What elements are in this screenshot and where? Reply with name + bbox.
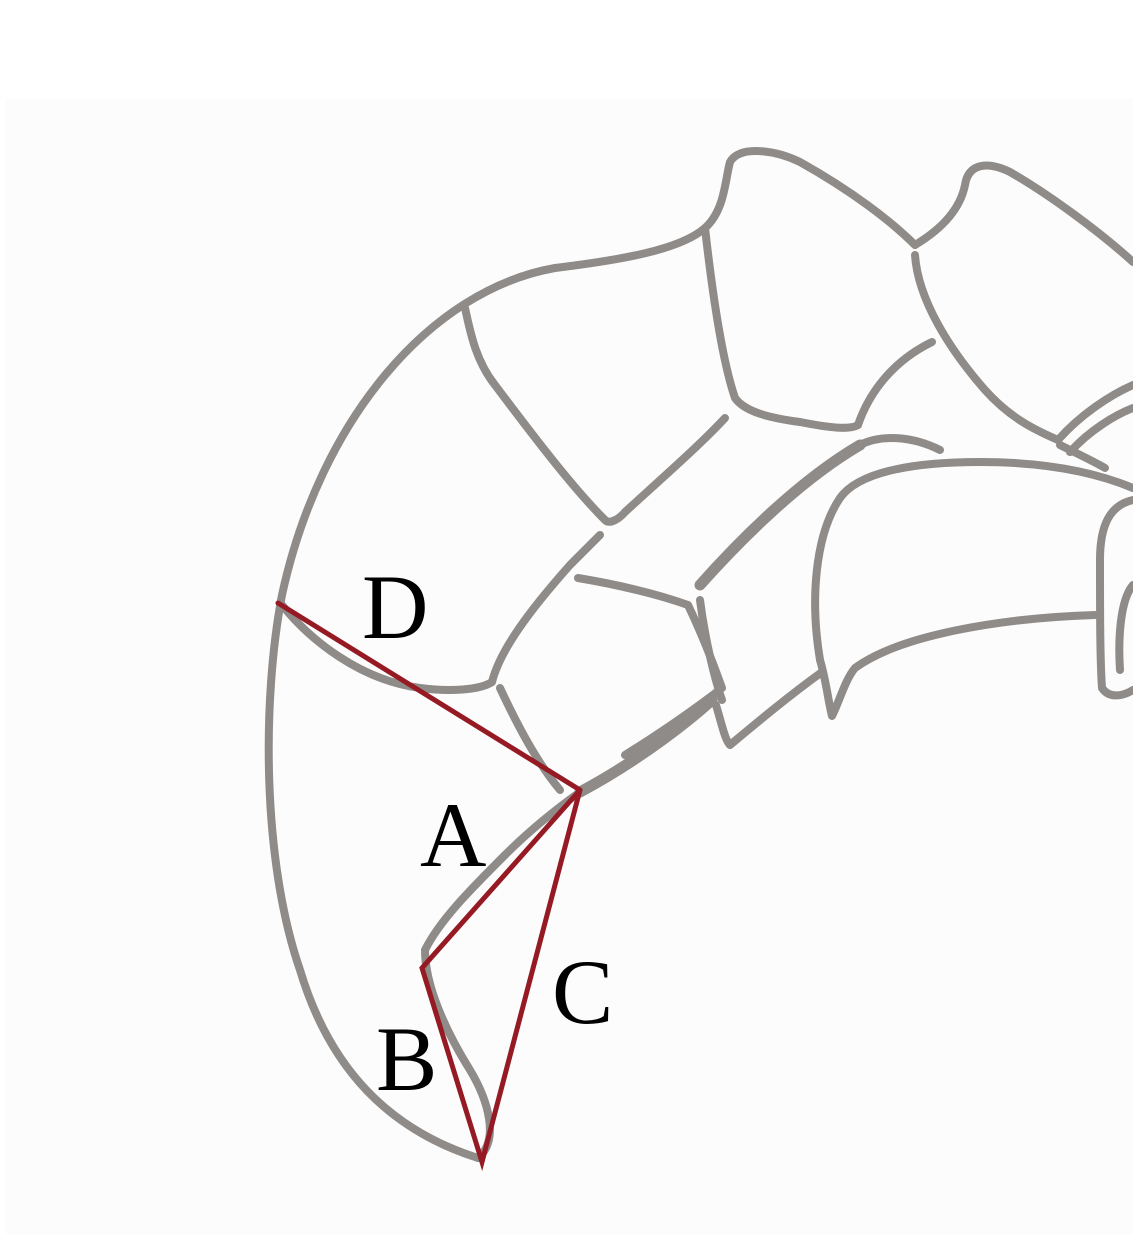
label-c: C <box>552 941 613 1043</box>
label-b: B <box>376 1008 437 1110</box>
label-a: A <box>420 784 486 886</box>
label-d: D <box>362 556 428 658</box>
